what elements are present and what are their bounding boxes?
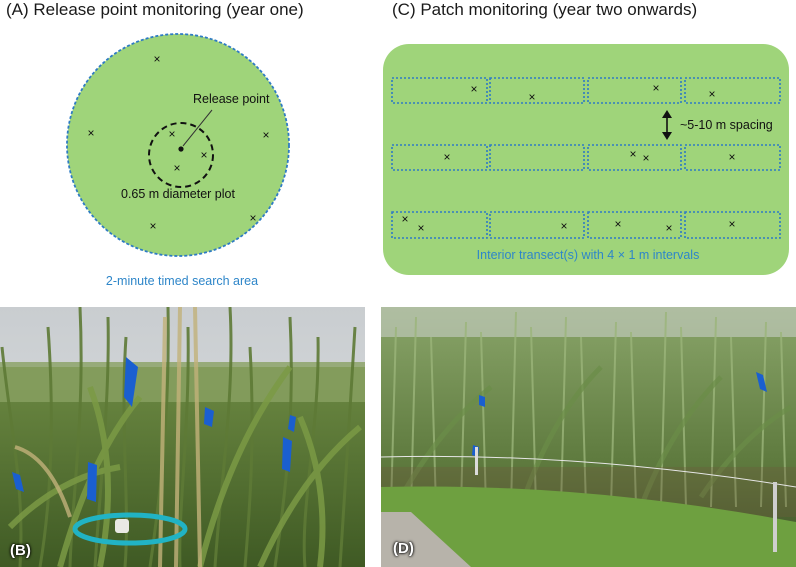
- insect-marker: ×: [652, 81, 659, 95]
- transect-interval: [684, 211, 781, 239]
- insect-marker: ×: [200, 148, 207, 162]
- transect-interval: [587, 211, 682, 239]
- spacing-arrow: [662, 110, 672, 140]
- release-container: [115, 519, 129, 533]
- transect-interval: [587, 144, 682, 171]
- reed-photo-b: [0, 307, 365, 567]
- insect-marker: ×: [401, 212, 408, 226]
- transect-interval: [489, 77, 585, 104]
- panel-a-markers: × × × × × × × ×: [87, 52, 269, 233]
- insect-marker: ×: [708, 87, 715, 101]
- transect-stake: [475, 447, 478, 475]
- release-point-dot: [178, 146, 184, 152]
- insect-marker: ×: [153, 52, 160, 66]
- transect-caption: Interior transect(s) with 4 × 1 m interv…: [477, 248, 700, 262]
- insect-marker: ×: [728, 150, 735, 164]
- grass-verge: [381, 486, 796, 567]
- sampling-hoop: [72, 512, 188, 546]
- transect-interval: [489, 144, 585, 171]
- insect-marker: ×: [443, 150, 450, 164]
- spacing-label: ~5-10 m spacing: [680, 118, 773, 132]
- transect-interval: [587, 77, 682, 104]
- panel-b-label: (B): [10, 542, 31, 559]
- insect-marker: ×: [262, 128, 269, 142]
- insect-marker: ×: [249, 211, 256, 225]
- blue-flags: [12, 357, 296, 502]
- insect-marker: ×: [149, 219, 156, 233]
- transect-interval: [391, 211, 488, 239]
- plot-diameter-label: 0.65 m diameter plot: [121, 187, 235, 201]
- panel-a-title: (A) Release point monitoring (year one): [6, 0, 304, 19]
- panel-c-title: (C) Patch monitoring (year two onwards): [392, 0, 698, 19]
- transect-stake: [773, 482, 777, 552]
- insect-marker: ×: [560, 219, 567, 233]
- transect-string: [381, 455, 796, 488]
- panel-c-markers: × × × × × × × × × × × × × ×: [401, 81, 735, 235]
- insect-marker: ×: [629, 147, 636, 161]
- reed-photo-d: [381, 307, 796, 567]
- search-area-label: 2-minute timed search area: [106, 274, 258, 288]
- transect-intervals: [391, 77, 781, 239]
- insect-marker: ×: [417, 221, 424, 235]
- insect-marker: ×: [168, 127, 175, 141]
- release-point-leader: [182, 109, 213, 147]
- photo-patch: (D): [381, 307, 796, 567]
- footpath: [381, 512, 471, 567]
- plot-circle: [148, 122, 214, 188]
- insect-marker: ×: [87, 126, 94, 140]
- insect-marker: ×: [665, 221, 672, 235]
- release-point-label: Release point: [193, 92, 270, 106]
- search-area-circle: [66, 33, 290, 257]
- insect-marker: ×: [614, 217, 621, 231]
- patch-area: [383, 44, 789, 275]
- photo-release-point: (B): [0, 307, 365, 567]
- panel-d-label: (D): [393, 540, 414, 557]
- insect-marker: ×: [528, 90, 535, 104]
- insect-marker: ×: [642, 151, 649, 165]
- insect-marker: ×: [173, 161, 180, 175]
- insect-marker: ×: [728, 217, 735, 231]
- insect-marker: ×: [470, 82, 477, 96]
